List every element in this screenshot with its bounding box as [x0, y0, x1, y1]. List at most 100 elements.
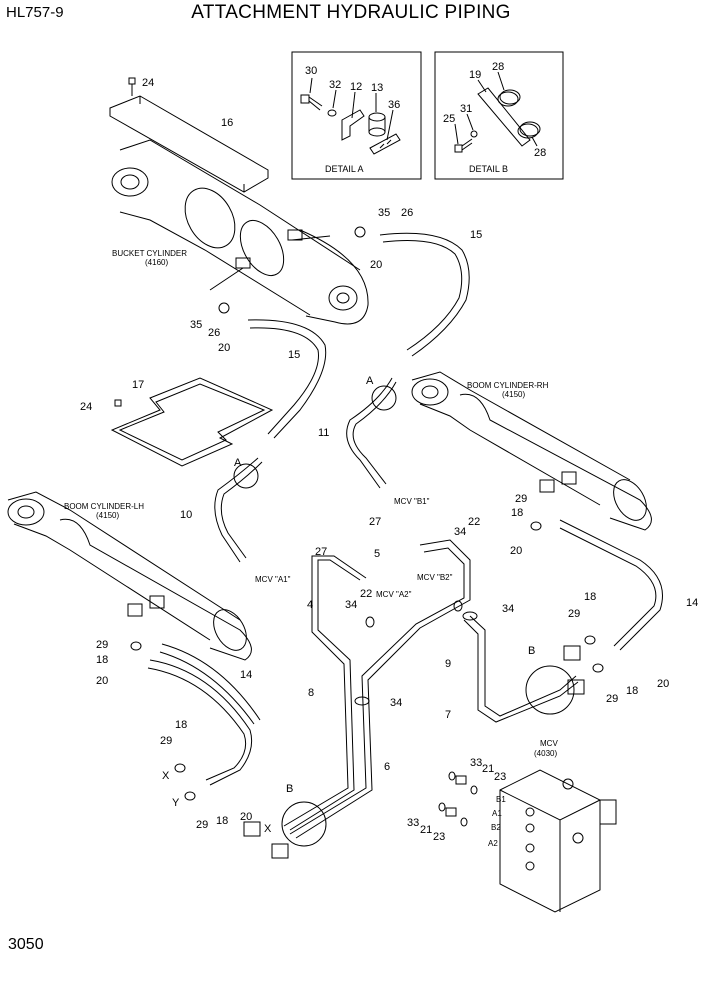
- callout-label: 33: [407, 817, 419, 829]
- detail-a-box: [291, 51, 422, 180]
- callout-label: 18: [626, 685, 638, 697]
- boom-cylinder-rh-drawing: [411, 371, 652, 531]
- callout-label: 18: [96, 654, 108, 666]
- detail-a-caption: DETAIL A: [325, 164, 364, 174]
- o-ring-icon: [519, 121, 541, 137]
- bucket-cylinder-drawing: [109, 77, 369, 325]
- callout-label: 7: [445, 709, 451, 721]
- callout-label: 16: [221, 117, 233, 129]
- callout-label: 30: [305, 65, 317, 77]
- callout-label: 8: [308, 687, 314, 699]
- callout-label: 21: [482, 763, 494, 775]
- callout-label: 27: [369, 516, 381, 528]
- callout-label: 22: [360, 588, 372, 600]
- component-name: BOOM CYLINDER-RH: [467, 381, 549, 390]
- callout-label: 24: [142, 77, 154, 89]
- callout-label: 18: [511, 507, 523, 519]
- callout-label: 33: [470, 757, 482, 769]
- callout-label: 31: [460, 103, 472, 115]
- bolt-icon: [128, 77, 136, 85]
- detail-b-caption: DETAIL B: [469, 164, 508, 174]
- callout-label: 35: [190, 319, 202, 331]
- callout-label: 29: [96, 639, 108, 651]
- component-name: BOOM CYLINDER-LH: [64, 502, 144, 511]
- callout-label: 32: [329, 79, 341, 91]
- callout-label: 5: [374, 548, 380, 560]
- port-label: B1: [496, 795, 506, 804]
- callout-label: 28: [492, 61, 504, 73]
- callout-labels: 30 32 12 13 36 DETAIL A 19 28 31 25 28 D…: [64, 61, 698, 848]
- port-reference: MCV "B2": [417, 573, 453, 582]
- component-ref: (4150): [502, 390, 525, 399]
- component-name: BUCKET CYLINDER: [112, 249, 187, 258]
- callout-label: 15: [288, 349, 300, 361]
- detail-b-box: [434, 51, 564, 180]
- callout-label: 29: [606, 693, 618, 705]
- callout-label: 20: [96, 675, 108, 687]
- callout-label: 12: [350, 81, 362, 93]
- callout-label: 15: [470, 229, 482, 241]
- callout-label: 10: [180, 509, 192, 521]
- callout-label: 27: [315, 546, 327, 558]
- callout-label: 19: [469, 69, 481, 81]
- callout-label: 18: [175, 719, 187, 731]
- callout-label: 29: [196, 819, 208, 831]
- callout-label: 36: [388, 99, 400, 111]
- washer-icon: [470, 130, 478, 138]
- callout-label: 20: [657, 678, 669, 690]
- port-reference: MCV "B1": [394, 497, 430, 506]
- callout-label: 34: [502, 603, 514, 615]
- callout-label: 28: [534, 147, 546, 159]
- bolt-icon: [300, 94, 323, 111]
- port-label: B2: [491, 823, 501, 832]
- detail-marker-b: B: [286, 783, 293, 795]
- hose-assembly: [130, 226, 663, 859]
- detail-marker-a: A: [234, 457, 242, 469]
- callout-label: 20: [218, 342, 230, 354]
- y-marker: Y: [172, 797, 180, 809]
- callout-label: 21: [420, 824, 432, 836]
- component-ref: (4030): [534, 749, 557, 758]
- callout-label: 20: [510, 545, 522, 557]
- callout-label: 14: [240, 669, 252, 681]
- bracket-icon: [477, 87, 531, 147]
- callout-label: 23: [433, 831, 445, 843]
- callout-label: 24: [80, 401, 92, 413]
- washer-icon: [327, 109, 337, 117]
- callout-label: 34: [454, 526, 466, 538]
- callout-label: 6: [384, 761, 390, 773]
- clamp-icon: [341, 109, 365, 141]
- component-name: MCV: [540, 739, 558, 748]
- port-label: A2: [488, 839, 498, 848]
- callout-label: 29: [568, 608, 580, 620]
- callout-label: 11: [318, 427, 329, 439]
- callout-label: 22: [468, 516, 480, 528]
- x-marker: X: [264, 823, 272, 835]
- callout-label: 29: [160, 735, 172, 747]
- model-number: HL757-9: [6, 4, 64, 21]
- mcv-valve-drawing: [438, 769, 617, 913]
- plate-icon: [369, 133, 401, 155]
- x-marker: X: [162, 770, 170, 782]
- callout-label: 23: [494, 771, 506, 783]
- callout-label: 9: [445, 658, 451, 670]
- bolt-icon: [454, 138, 473, 153]
- o-ring-icon: [497, 91, 519, 107]
- callout-label: 34: [345, 599, 357, 611]
- callout-label: 14: [686, 597, 698, 609]
- cover-plate-17: [110, 377, 274, 467]
- callout-label: 18: [216, 815, 228, 827]
- callout-label: 17: [132, 379, 144, 391]
- port-label: A1: [492, 809, 502, 818]
- callout-label: 26: [208, 327, 220, 339]
- boom-cylinder-lh-drawing: [7, 491, 252, 661]
- detail-marker-b: B: [528, 645, 535, 657]
- detail-marker-a: A: [366, 375, 374, 387]
- port-reference: MCV "A1": [255, 575, 291, 584]
- callout-label: 25: [443, 113, 455, 125]
- page-number: 3050: [8, 936, 44, 953]
- component-ref: (4150): [96, 511, 119, 520]
- port-reference: MCV "A2": [376, 590, 412, 599]
- component-ref: (4160): [145, 258, 168, 267]
